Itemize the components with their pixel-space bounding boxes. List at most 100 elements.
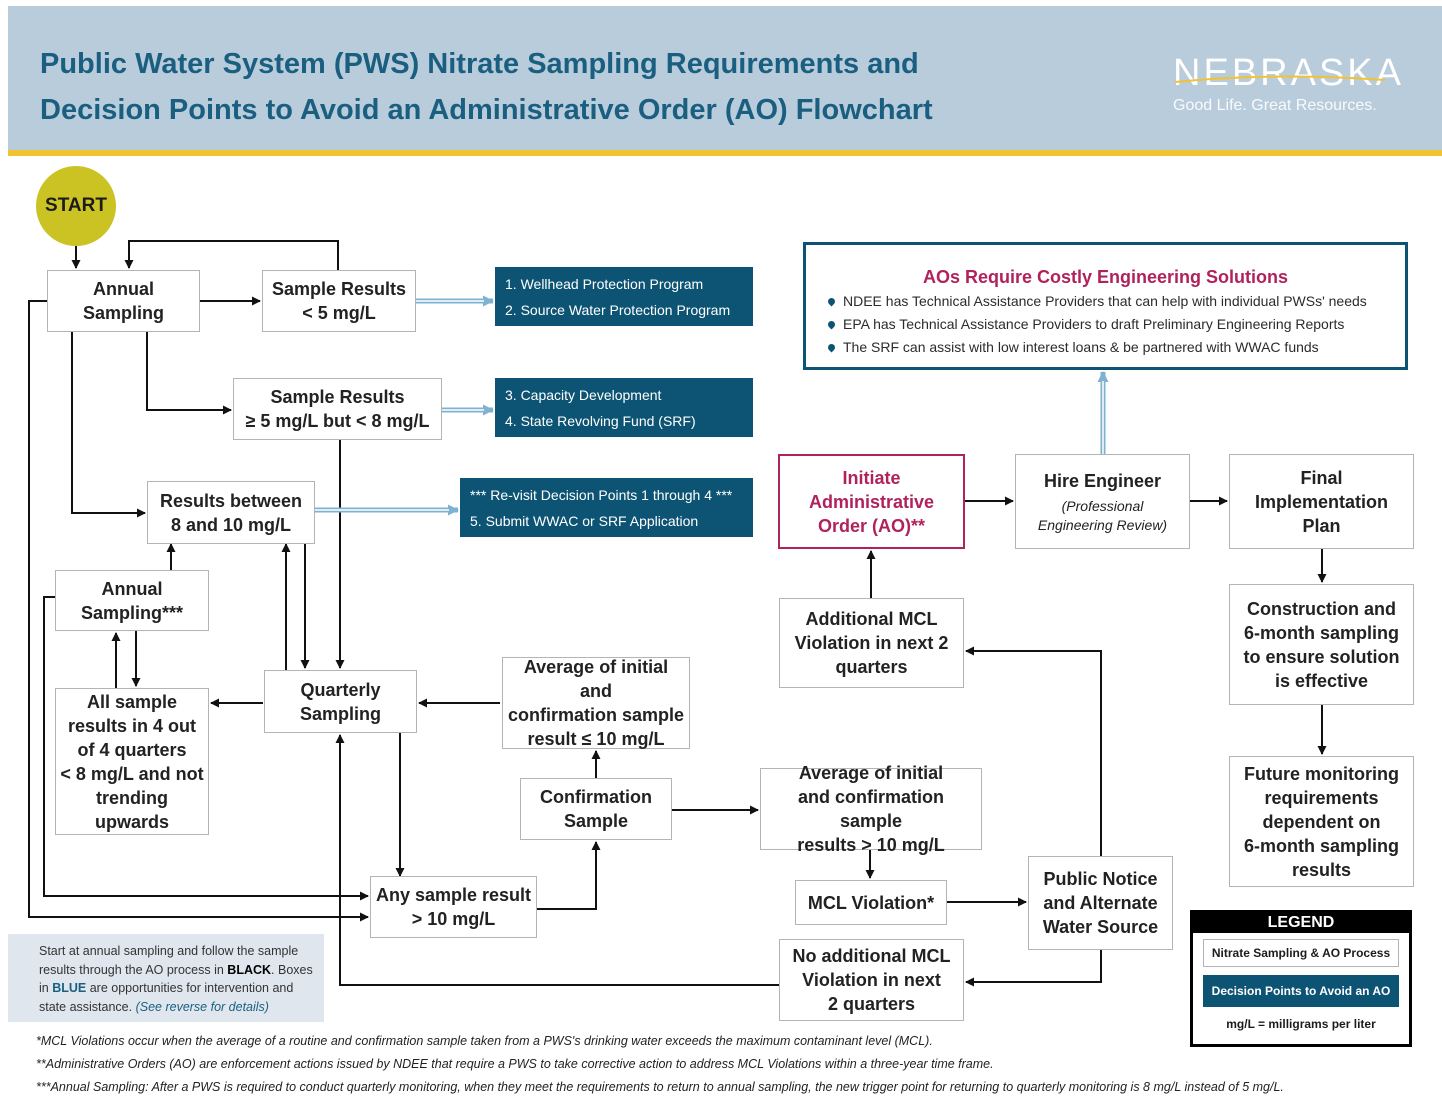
box-line: Water Source: [1042, 917, 1159, 937]
decision-points-3-4: 3. Capacity Development 4. State Revolvi…: [495, 378, 753, 437]
box-line: Sample: [563, 811, 629, 831]
connector-annual2-to-any: [43, 596, 369, 901]
note-blue-word: BLUE: [52, 981, 87, 995]
decision-point-item: 4. State Revolving Fund (SRF): [505, 412, 696, 429]
box-line: Plan: [1302, 515, 1341, 536]
avg-le10-box: Average of initial and confirmation samp…: [502, 657, 690, 749]
all-results-below-8-box: All sample results in 4 out of 4 quarter…: [55, 688, 209, 835]
any-result-gt10-box: Any sample result > 10 mg/L: [370, 876, 537, 938]
box-line: Sampling: [299, 703, 381, 724]
connector-annual-to-5-8: [146, 332, 232, 415]
legend-white-swatch: Nitrate Sampling & AO Process: [1203, 939, 1399, 967]
note-text: are opportunities for intervention and s…: [39, 981, 294, 1014]
connector-annual-to-any: [28, 300, 369, 922]
box-line: requirements: [1264, 787, 1379, 808]
box-line: Hire Engineer: [1043, 470, 1162, 491]
public-notice-box: Public Notice and Alternate Water Source: [1028, 856, 1173, 950]
legend-blue-swatch: Decision Points to Avoid an AO: [1203, 975, 1399, 1007]
box-line: Sample Results: [270, 387, 405, 407]
box-line: Results between: [159, 490, 303, 511]
footnote-2: **Administrative Orders (AO) are enforce…: [36, 1057, 994, 1071]
connector-loop-to-annual: [124, 240, 339, 270]
mcl-violation-box: MCL Violation*: [795, 880, 947, 925]
results-lt5-box: Sample Results < 5 mg/L: [262, 270, 416, 332]
note-reverse-link: (See reverse for details): [135, 999, 269, 1014]
box-line: dependent on: [1262, 811, 1381, 832]
box-line: Average of initial and: [523, 657, 669, 701]
connector-no-additional-to-quarterly: [335, 734, 779, 986]
legend-unit-note: mg/L = milligrams per liter: [1226, 1017, 1376, 1031]
page-title-line-2: Decision Points to Avoid an Administrati…: [40, 94, 933, 126]
instruction-note: Start at annual sampling and follow the …: [8, 934, 324, 1022]
box-line: 2 quarters: [827, 994, 916, 1014]
box-subline: (Professional: [1061, 497, 1144, 514]
box-line: Construction and: [1247, 598, 1396, 619]
connector-public-notice-to-no-additional: [965, 950, 1102, 987]
decision-point-item: 1. Wellhead Protection Program: [505, 275, 704, 292]
initiate-ao-box: Initiate Administrative Order (AO)**: [778, 454, 965, 549]
box-line: Administrative: [808, 491, 935, 512]
decision-point-item: *** Re-visit Decision Points 1 through 4…: [470, 486, 733, 503]
note-text: . Boxes in: [39, 962, 313, 996]
box-line: Confirmation: [540, 787, 652, 807]
box-line: Violation in next 2: [794, 633, 949, 653]
box-line: Implementation: [1254, 491, 1388, 512]
logo-tagline: Good Life. Great Resources.: [1173, 97, 1377, 114]
box-line: confirmation sample: [507, 705, 685, 725]
page-title-line-1: Public Water System (PWS) Nitrate Sampli…: [40, 48, 919, 80]
box-line: to ensure solution: [1243, 646, 1400, 667]
decision-points-1-2: 1. Wellhead Protection Program 2. Source…: [495, 267, 753, 326]
confirmation-sample-box: Confirmation Sample: [520, 778, 672, 840]
hire-engineer-box: Hire Engineer (Professional Engineering …: [1015, 454, 1190, 549]
footnote-3: ***Annual Sampling: After a PWS is requi…: [36, 1080, 1284, 1094]
connector-annual-to-8-10: [71, 332, 146, 518]
note-text: Start at annual sampling and follow the …: [39, 944, 299, 977]
final-plan-box: Final Implementation Plan: [1229, 454, 1414, 549]
box-line: Annual: [101, 578, 163, 599]
box-line: results in 4 out: [67, 715, 197, 736]
box-line: Initiate: [842, 467, 901, 488]
construction-box: Construction and 6-month sampling to ens…: [1229, 584, 1414, 705]
nebraska-logo: NEBRASKA Good Life. Great Resources.: [1173, 52, 1404, 115]
box-line: All sample: [86, 691, 178, 712]
box-line: > 10 mg/L: [411, 909, 496, 929]
box-line: Sampling***: [80, 602, 184, 623]
callout-bullet: NDEE has Technical Assistance Providers …: [828, 293, 1367, 309]
box-line: Sample Results: [271, 279, 407, 299]
logo-wordmark: NEBRASKA: [1173, 52, 1404, 94]
legend: LEGEND Nitrate Sampling & AO Process Dec…: [1190, 910, 1412, 1047]
decision-point-item: 2. Source Water Protection Program: [505, 301, 731, 318]
box-line: Sampling: [82, 303, 164, 323]
start-node: START: [36, 166, 116, 246]
box-line: Additional MCL: [805, 609, 938, 629]
box-line: No additional MCL: [792, 946, 951, 966]
box-line: trending upwards: [94, 787, 169, 832]
connector-any-to-confirmation: [537, 841, 601, 910]
annual-sampling-return-box: Annual Sampling***: [55, 570, 209, 631]
box-line: Violation in next: [802, 970, 941, 990]
future-monitoring-box: Future monitoring requirements dependent…: [1229, 756, 1414, 887]
box-line: and confirmation sample: [797, 787, 944, 831]
box-line: < 5 mg/L: [302, 303, 376, 323]
callout-bullet: EPA has Technical Assistance Providers t…: [828, 316, 1344, 332]
decision-point-item: 5. Submit WWAC or SRF Application: [470, 512, 699, 529]
logo-swoosh-icon: [1175, 75, 1386, 83]
results-5-8-box: Sample Results ≥ 5 mg/L but < 8 mg/L: [233, 378, 442, 440]
box-subline: Engineering Review): [1037, 516, 1168, 533]
header-banner: Public Water System (PWS) Nitrate Sampli…: [8, 6, 1442, 156]
additional-violation-box: Additional MCL Violation in next 2 quart…: [779, 598, 964, 688]
box-line: result ≤ 10 mg/L: [527, 729, 665, 749]
box-line: quarters: [835, 657, 908, 677]
legend-title: LEGEND: [1193, 913, 1409, 933]
box-line: Quarterly: [300, 679, 381, 700]
box-line: Future monitoring: [1244, 763, 1399, 784]
ao-engineering-callout: AOs Require Costly Engineering Solutions…: [803, 242, 1408, 370]
box-line: Any sample result: [375, 885, 532, 905]
decision-point-5: *** Re-visit Decision Points 1 through 4…: [460, 478, 753, 537]
footnote-1: *MCL Violations occur when the average o…: [36, 1034, 933, 1048]
box-line: Final: [1300, 467, 1343, 488]
callout-title: AOs Require Costly Engineering Solutions: [922, 267, 1289, 287]
box-line: is effective: [1274, 670, 1369, 691]
avg-gt10-box: Average of initial and confirmation samp…: [760, 763, 982, 855]
